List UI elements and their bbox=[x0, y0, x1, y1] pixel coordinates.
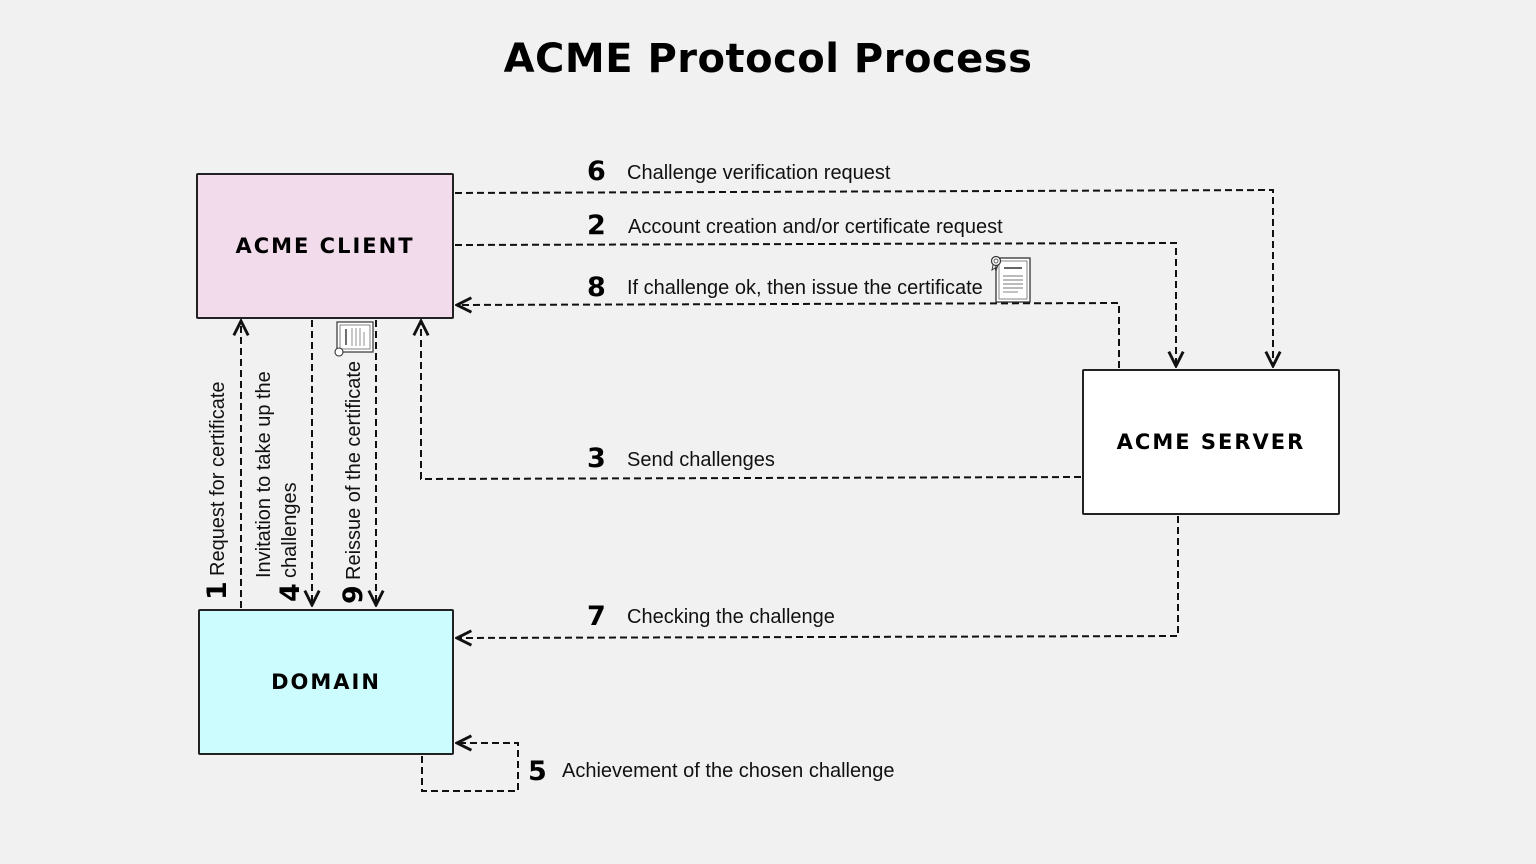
step-4-label-line1: Invitation to take up the bbox=[253, 371, 275, 578]
step-3-number: 3 bbox=[587, 443, 606, 474]
arrow-step-7 bbox=[457, 516, 1179, 638]
step-6-number: 6 bbox=[587, 156, 606, 187]
certificate-icon bbox=[334, 321, 374, 357]
acme-client-node: ACME CLIENT bbox=[196, 173, 454, 319]
acme-server-node: ACME SERVER bbox=[1082, 369, 1340, 515]
step-2-label: Account creation and/or certificate requ… bbox=[628, 216, 1003, 238]
step-8-label: If challenge ok, then issue the certific… bbox=[627, 277, 983, 299]
arrow-step-5 bbox=[421, 743, 519, 792]
step-2-number: 2 bbox=[587, 210, 606, 241]
step-6-label: Challenge verification request bbox=[627, 162, 891, 184]
diagram-title: ACME Protocol Process bbox=[503, 36, 1033, 82]
step-4-number: 4 bbox=[275, 583, 306, 602]
acme-client-label: ACME CLIENT bbox=[235, 234, 415, 258]
step-8-number: 8 bbox=[587, 272, 606, 303]
certificate-icon bbox=[990, 255, 1031, 303]
domain-node: DOMAIN bbox=[198, 609, 454, 755]
step-4-label-line2: challenges bbox=[279, 482, 301, 578]
step-1-label: Request for certificate bbox=[207, 381, 229, 576]
arrow-step-3 bbox=[421, 321, 1082, 481]
step-5-label: Achievement of the chosen challenge bbox=[562, 760, 894, 782]
arrow-step-8 bbox=[457, 303, 1120, 368]
step-9-number: 9 bbox=[338, 585, 369, 604]
step-1-number: 1 bbox=[202, 581, 233, 600]
step-7-label: Checking the challenge bbox=[627, 606, 835, 628]
step-5-number: 5 bbox=[528, 756, 547, 787]
step-3-label: Send challenges bbox=[627, 449, 775, 471]
step-9-label: Reissue of the certificate bbox=[343, 361, 365, 580]
domain-label: DOMAIN bbox=[271, 670, 381, 694]
acme-server-label: ACME SERVER bbox=[1116, 430, 1306, 454]
step-7-number: 7 bbox=[587, 601, 606, 632]
arrow-step-2 bbox=[454, 241, 1176, 366]
arrow-step-6 bbox=[454, 188, 1273, 366]
